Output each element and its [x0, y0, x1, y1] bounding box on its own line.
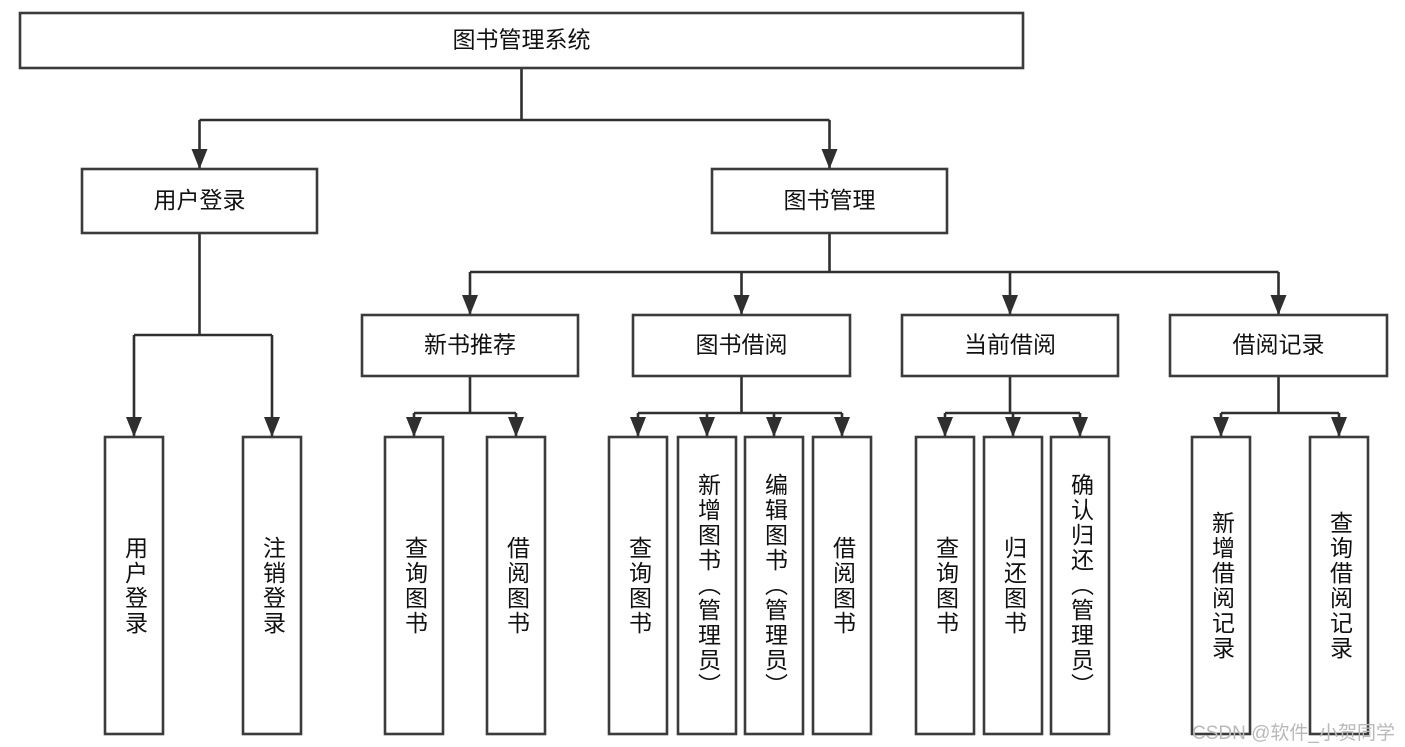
l3-1-arrow-1: [699, 417, 715, 437]
mgmt-arrow-2: [1002, 295, 1018, 315]
mgmt-arrow-3: [1270, 295, 1287, 315]
l3-2-arrow-0: [937, 417, 953, 437]
l3-2-arrow-2: [1072, 417, 1088, 437]
l3-3-arrow-0: [1213, 417, 1229, 437]
node-box-level2-0[interactable]: [80, 167, 319, 235]
root-arrow-0: [191, 149, 208, 169]
l3-1-arrow-3: [834, 417, 850, 437]
l3-3-arrow-1: [1331, 417, 1347, 437]
login-arrow-1: [264, 417, 280, 437]
mgmt-arrow-0: [462, 295, 478, 315]
l3-1-arrow-2: [766, 417, 782, 437]
node-box-leaf-5[interactable]: [676, 435, 738, 736]
node-box-leaf-10[interactable]: [1049, 435, 1111, 736]
node-label-level2-1: 图书管理: [784, 187, 876, 213]
node-box-level2-1[interactable]: [710, 167, 949, 235]
node-box-leaf-8[interactable]: [914, 435, 976, 736]
node-label-level2-0: 用户登录: [154, 187, 246, 213]
watermark-text: CSDN @软件_小贺同学: [1192, 723, 1395, 744]
node-box-leaf-12[interactable]: [1308, 435, 1370, 736]
node-box-leaf-6[interactable]: [743, 435, 805, 736]
node-box-leaf-11[interactable]: [1190, 435, 1252, 736]
node-box-level3-2[interactable]: [900, 313, 1120, 378]
node-label-level3-1: 图书借阅: [696, 332, 788, 358]
node-box-leaf-9[interactable]: [982, 435, 1044, 736]
node-box-layer: [18, 11, 1389, 736]
node-box-leaf-4[interactable]: [607, 435, 669, 736]
root-arrow-1: [821, 149, 838, 169]
node-label-root: 图书管理系统: [453, 27, 591, 53]
mgmt-arrow-1: [733, 295, 750, 315]
node-box-leaf-3[interactable]: [485, 435, 547, 736]
connector-layer: [126, 68, 1347, 437]
node-box-level3-3[interactable]: [1168, 313, 1389, 378]
node-box-leaf-1[interactable]: [241, 435, 303, 736]
l3-1-arrow-0: [630, 417, 646, 437]
node-box-leaf-7[interactable]: [811, 435, 873, 736]
login-arrow-0: [126, 417, 142, 437]
node-label-level3-0: 新书推荐: [424, 332, 516, 358]
l3-2-arrow-1: [1005, 417, 1021, 437]
l3-0-arrow-1: [508, 417, 524, 437]
node-label-level3-3: 借阅记录: [1233, 332, 1325, 358]
node-box-leaf-0[interactable]: [103, 435, 165, 736]
node-box-leaf-2[interactable]: [383, 435, 445, 736]
node-box-level3-0[interactable]: [360, 313, 580, 378]
l3-0-arrow-0: [406, 417, 422, 437]
node-box-level3-1[interactable]: [631, 313, 852, 378]
node-label-level3-2: 当前借阅: [964, 332, 1056, 358]
node-box-root[interactable]: [18, 11, 1025, 70]
